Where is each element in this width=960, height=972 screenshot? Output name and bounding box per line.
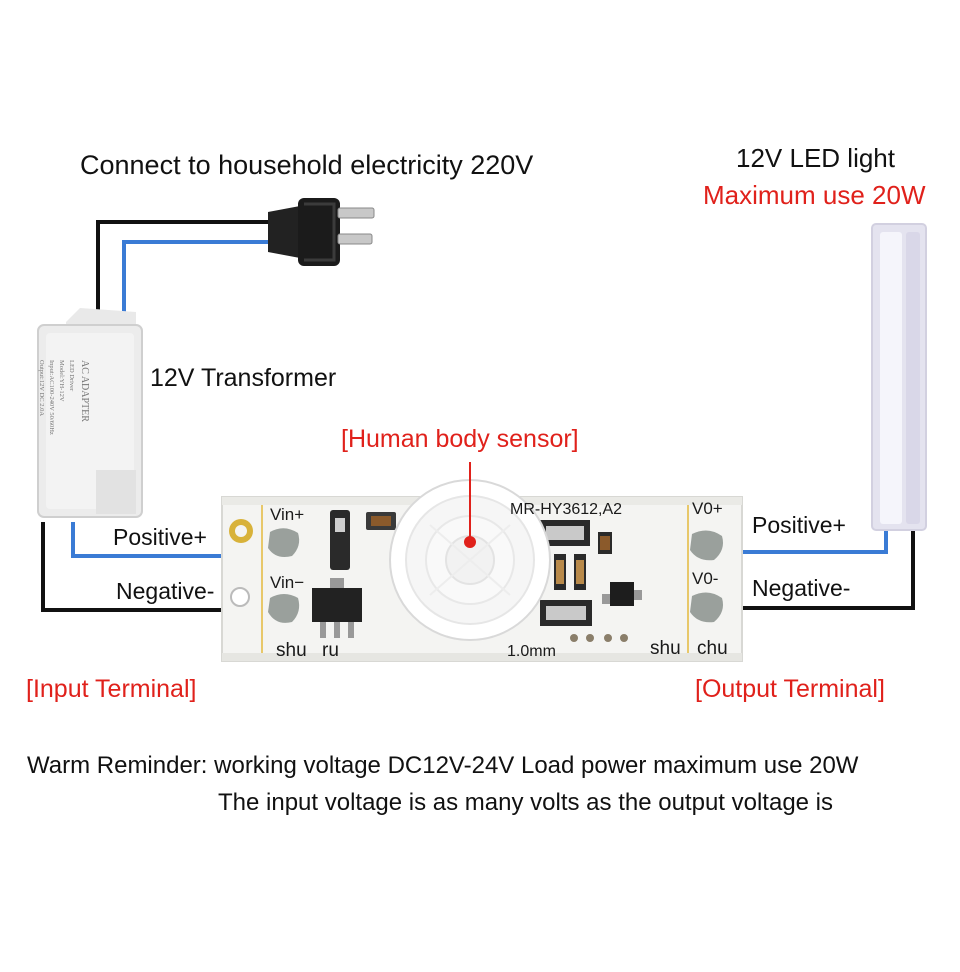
input-negative-hole [230,587,250,607]
input-terminal-label: [Input Terminal] [26,675,197,703]
input-negative-label: Negative- [116,578,215,604]
sensor-pointer [464,462,476,548]
transformer-label: 12V Transformer [150,364,337,392]
output-wires [738,528,915,610]
reminder-line-1: Warm Reminder: working voltage DC12V-24V… [27,752,859,779]
adapter-line-2: LED Driver [68,360,75,392]
output-negative-label: Negative- [752,575,851,601]
mains-blue-wire [122,240,278,312]
pcb-silkscreen: Vin+ Vin− shu ru MR-HY3612,A2 1.0mm shu … [270,499,728,661]
input-wires [41,522,235,612]
adapter-line-1: AC ADAPTER [79,360,90,422]
pcb-board [221,479,743,662]
input-negative-wire [41,522,235,612]
pcb-model-label: MR-HY3612,A2 [510,501,622,518]
adapter-line-3: Model:YH-12V [58,360,65,402]
pcb-vo-pos-label: V0+ [692,499,723,518]
pcb-vin-pos-label: Vin+ [270,505,304,524]
mains-label: Connect to household electricity 220V [80,150,534,180]
pcb-shu-right-label: shu [650,638,681,659]
pad-vin-pos [268,528,300,557]
led-light-bar [871,223,927,531]
pcb-chu-label: chu [697,638,728,659]
adapter-label-text: AC ADAPTER LED Driver Model:YH-12V Input… [38,360,90,435]
ac-plug [268,198,375,266]
output-positive-wire [738,528,888,554]
led-max-power-label: Maximum use 20W [703,180,926,210]
output-terminal-label: [Output Terminal] [695,675,885,703]
pcb-thickness-label: 1.0mm [507,643,556,660]
pad-vo-pos [690,530,723,561]
mains-black-wire [96,220,272,312]
plug-prong-top [337,207,375,219]
adapter-line-4: Input:AC100-240V 50/60Hz [48,360,55,435]
pcb-vo-neg-label: V0- [692,569,718,588]
sensor-label: [Human body sensor] [341,425,579,453]
output-negative-wire [738,528,915,610]
input-positive-wire [71,522,233,558]
transformer-adapter: AC ADAPTER LED Driver Model:YH-12V Input… [37,308,143,518]
adapter-line-5: Output:12V DC 2.0A [38,360,45,416]
regulator-chip [312,588,362,622]
pad-vo-neg [690,592,723,623]
pir-sensor-dome [389,479,551,641]
input-positive-label: Positive+ [113,524,207,550]
reminder-line-2: The input voltage is as many volts as th… [218,789,834,816]
led-title-label: 12V LED light [736,143,895,173]
pad-vin-neg [268,594,300,623]
mains-wires [96,220,278,312]
pcb-ru-label: ru [322,640,339,661]
output-positive-label: Positive+ [752,512,846,538]
plug-prong-bottom [337,233,373,245]
transistor-component [610,582,634,606]
pcb-vin-neg-label: Vin− [270,573,304,592]
pcb-shu-left-label: shu [276,640,307,661]
